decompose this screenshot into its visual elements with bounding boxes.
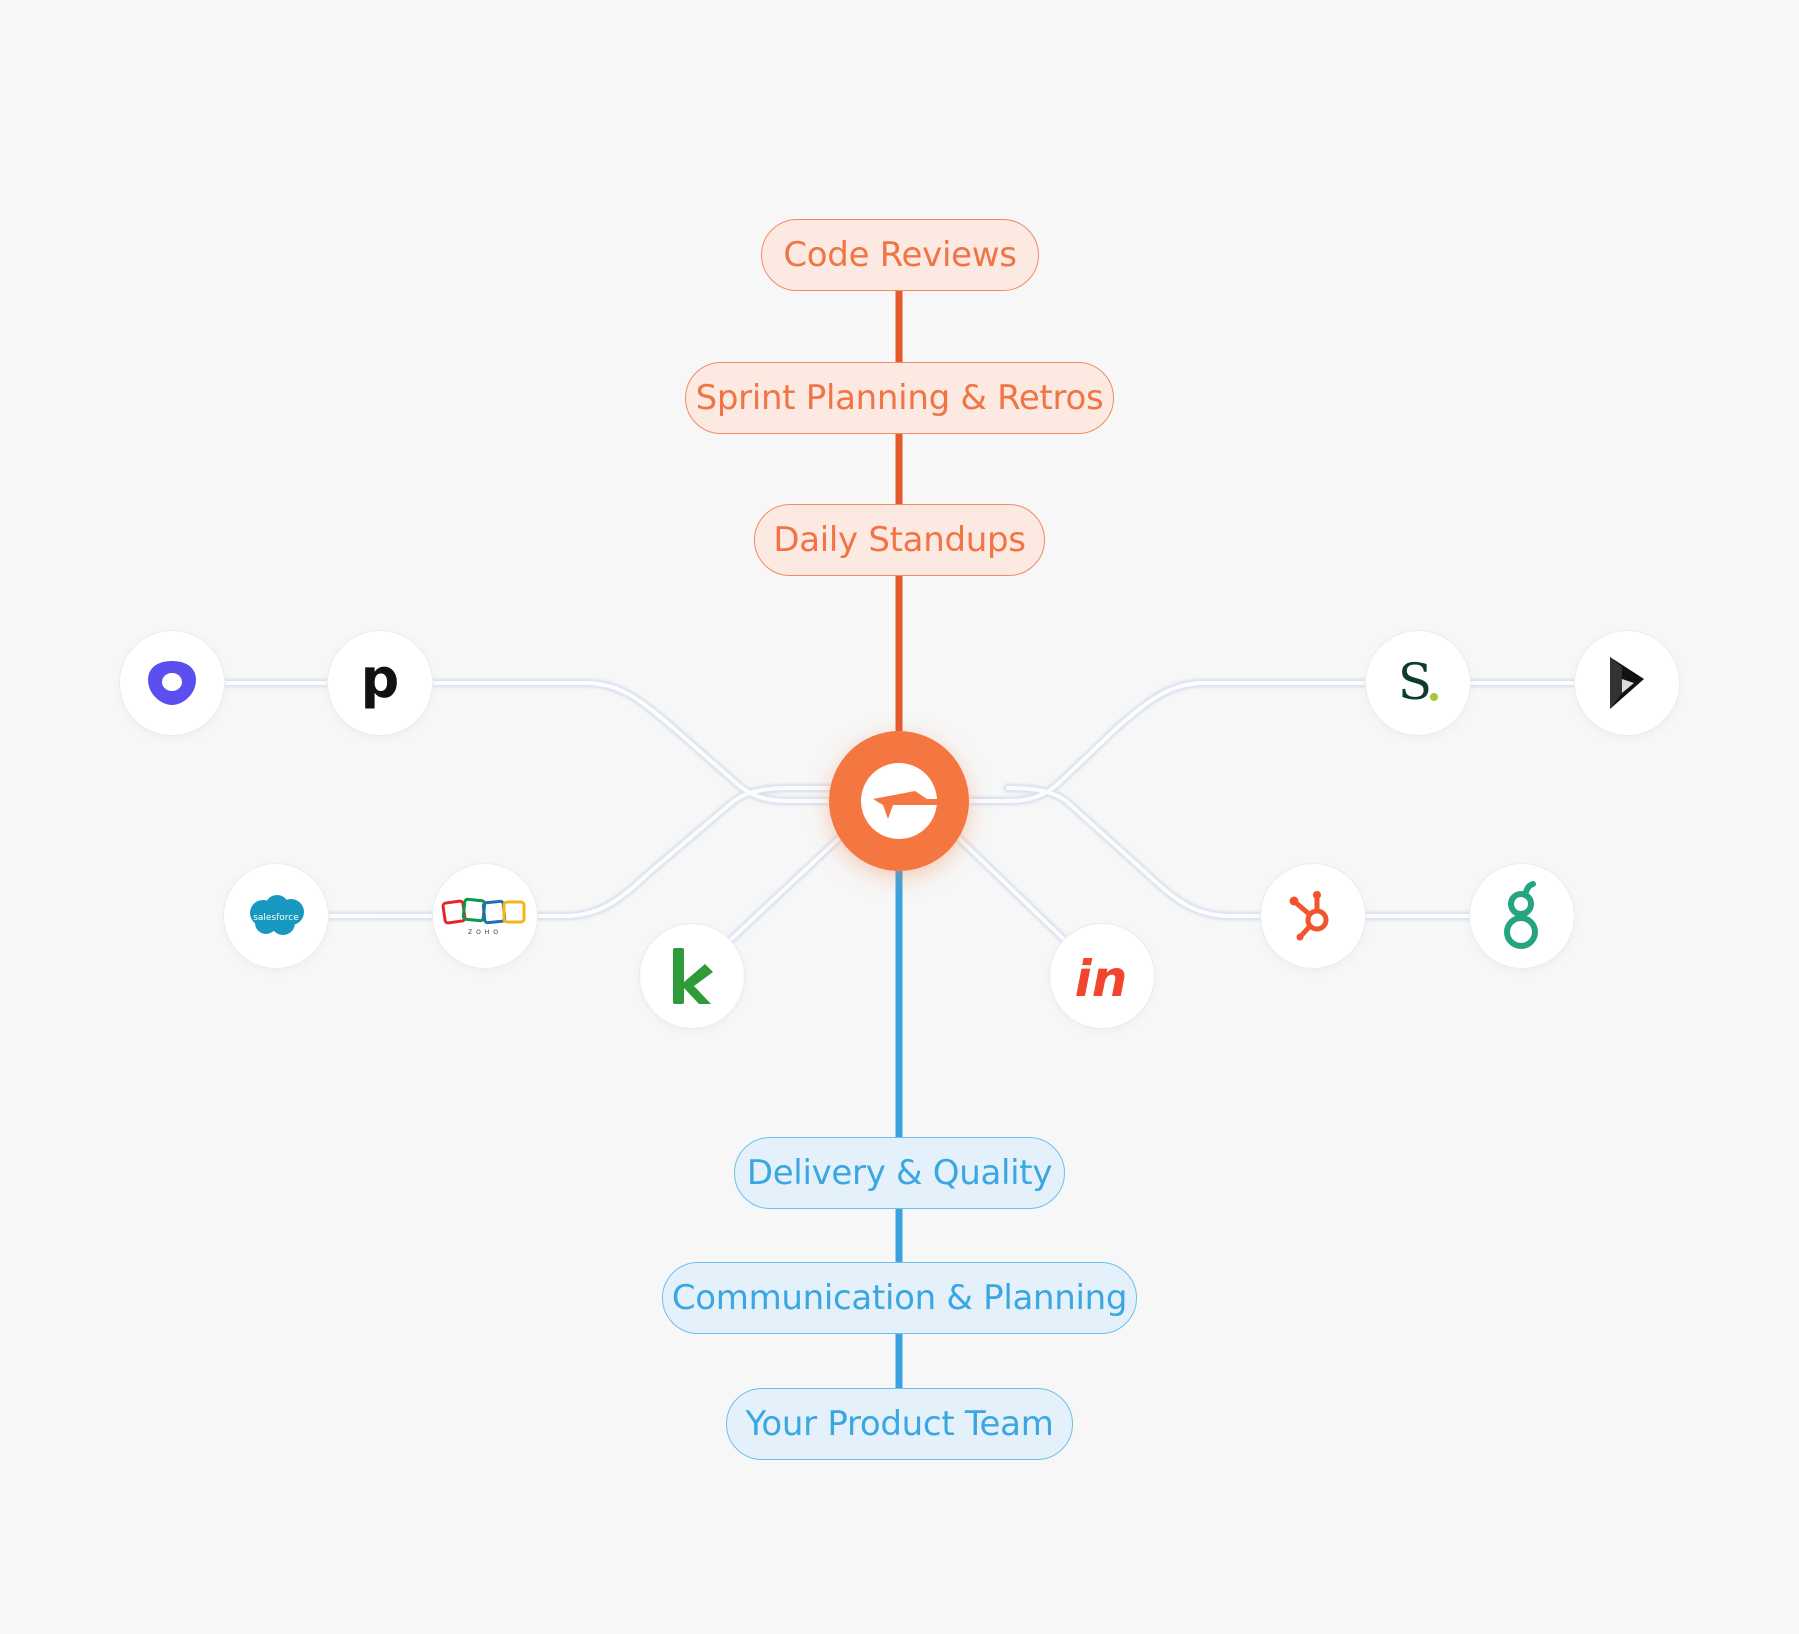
outreach-icon <box>148 661 196 705</box>
code-reviews-label: Code Reviews <box>783 235 1017 275</box>
keap-icon <box>673 948 713 1004</box>
code-reviews-pill: Code Reviews <box>761 219 1039 291</box>
outreach-logo <box>120 631 224 735</box>
salesloft-logo: S <box>1366 631 1470 735</box>
hubspot-logo <box>1261 864 1365 968</box>
sprint-planning-label: Sprint Planning & Retros <box>695 378 1104 418</box>
pipedrive-logo: p <box>328 631 432 735</box>
zoho-wordmark: ZOHO <box>468 929 502 936</box>
salesforce-logo: salesforce <box>224 864 328 968</box>
daily-standups-label: Daily Standups <box>773 520 1026 560</box>
salesloft-icon: S <box>1398 653 1438 711</box>
pipedrive-icon: p <box>361 653 400 710</box>
invision-logo: in <box>1050 924 1154 1028</box>
hub-logo <box>829 731 969 871</box>
product-team-label: Your Product Team <box>745 1404 1054 1444</box>
svg-text:in: in <box>1075 950 1128 1006</box>
dynamics-logo <box>1575 631 1679 735</box>
hub-logo-icon <box>861 763 939 839</box>
delivery-quality-pill: Delivery & Quality <box>734 1137 1065 1209</box>
hubspot-icon <box>1289 891 1329 941</box>
zoho-logo: ZOHO <box>433 864 537 968</box>
keap-logo <box>640 924 744 1028</box>
sprint-planning-pill: Sprint Planning & Retros <box>685 362 1114 434</box>
communication-planning-pill: Communication & Planning <box>662 1262 1137 1334</box>
dynamics-icon <box>1610 657 1644 709</box>
svg-text:S: S <box>1398 653 1432 711</box>
salesforce-wordmark: salesforce <box>253 913 299 923</box>
svg-text:p: p <box>361 653 400 710</box>
zoho-icon: ZOHO <box>441 897 526 936</box>
delivery-quality-label: Delivery & Quality <box>746 1153 1053 1193</box>
salesforce-icon: salesforce <box>250 895 304 935</box>
communication-planning-label: Communication & Planning <box>671 1278 1128 1318</box>
greenhouse-icon <box>1504 881 1538 949</box>
greenhouse-logo <box>1470 864 1574 968</box>
daily-standups-pill: Daily Standups <box>754 504 1045 576</box>
invision-icon: in <box>1075 950 1128 1006</box>
product-team-pill: Your Product Team <box>726 1388 1073 1460</box>
